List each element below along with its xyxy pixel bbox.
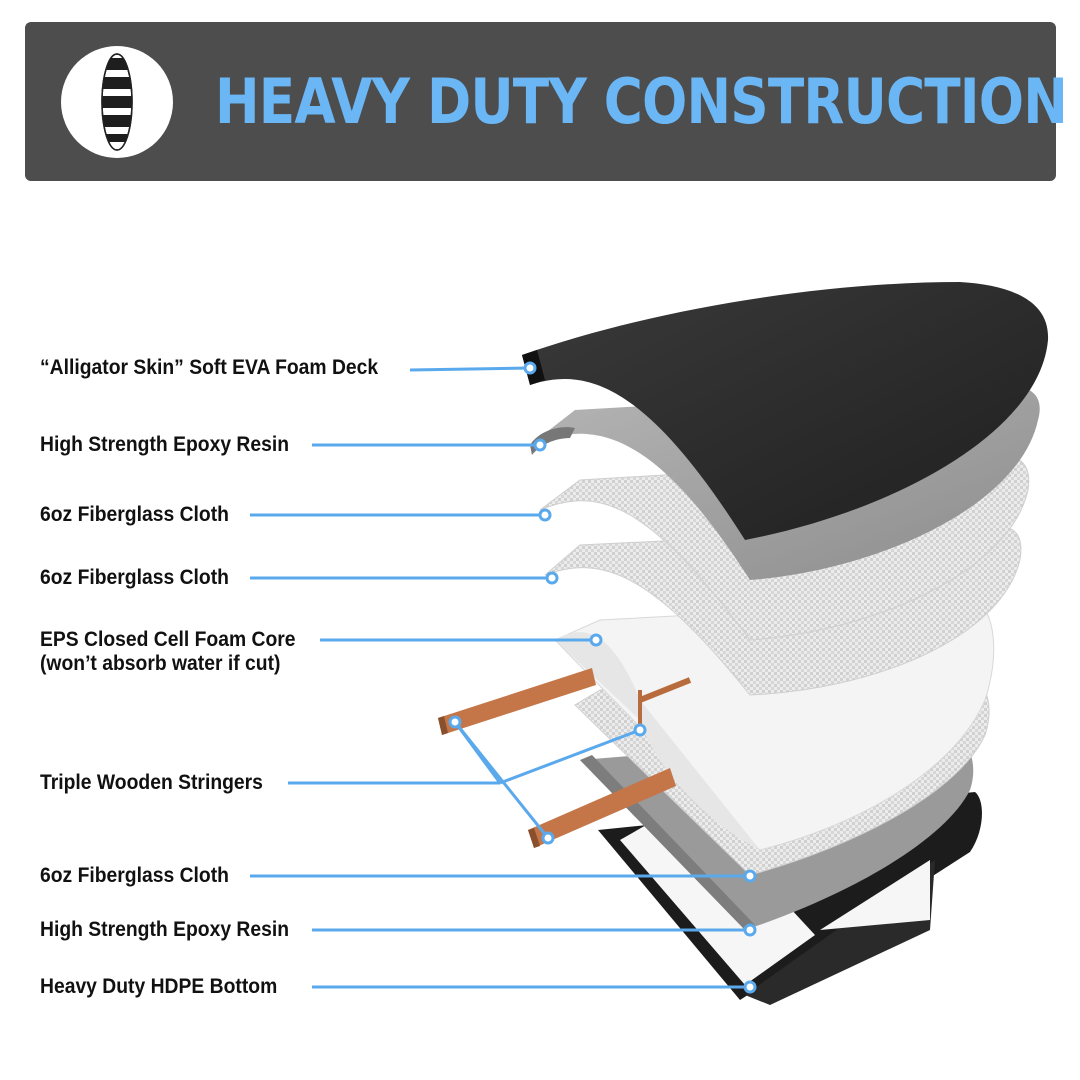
callout-dot-9: [743, 980, 757, 994]
callout-dot-stringer-1: [448, 715, 462, 729]
callout-dot-5: [589, 633, 603, 647]
logo-badge: [61, 46, 173, 158]
callout-branch-b: [499, 728, 641, 785]
wooden-stringers: [438, 668, 676, 848]
label-eva-foam-deck: “Alligator Skin” Soft EVA Foam Deck: [40, 356, 379, 379]
label-eps-foam-core: EPS Closed Cell Foam Core: [40, 628, 296, 651]
callout-dot-stringer-2: [633, 723, 647, 737]
callout-dots: [448, 361, 757, 994]
callout-lines: [250, 366, 750, 989]
striped-surfboard-icon: [101, 53, 133, 151]
label-epoxy-resin-bottom: High Strength Epoxy Resin: [40, 918, 290, 941]
callout-dot-2: [533, 438, 547, 452]
callout-dot-3: [538, 508, 552, 522]
label-fiberglass-cloth-2: 6oz Fiberglass Cloth: [40, 566, 229, 589]
label-eps-foam-core-note: (won’t absorb water if cut): [40, 652, 281, 675]
label-hdpe-bottom: Heavy Duty HDPE Bottom: [40, 975, 278, 998]
label-epoxy-resin-top: High Strength Epoxy Resin: [40, 433, 290, 456]
callout-dot-stringer-3: [541, 831, 555, 845]
header-banner: [25, 22, 1056, 181]
callout-dot-7: [743, 869, 757, 883]
label-fiberglass-cloth-1: 6oz Fiberglass Cloth: [40, 503, 229, 526]
callout-dot-8: [743, 923, 757, 937]
callout-dot-4: [545, 571, 559, 585]
callout-dot-1: [523, 361, 537, 375]
label-wooden-stringers: Triple Wooden Stringers: [40, 771, 263, 794]
label-fiberglass-cloth-3: 6oz Fiberglass Cloth: [40, 864, 229, 887]
callout-branch-c: [453, 721, 550, 839]
callout-line-1: [409, 366, 531, 372]
